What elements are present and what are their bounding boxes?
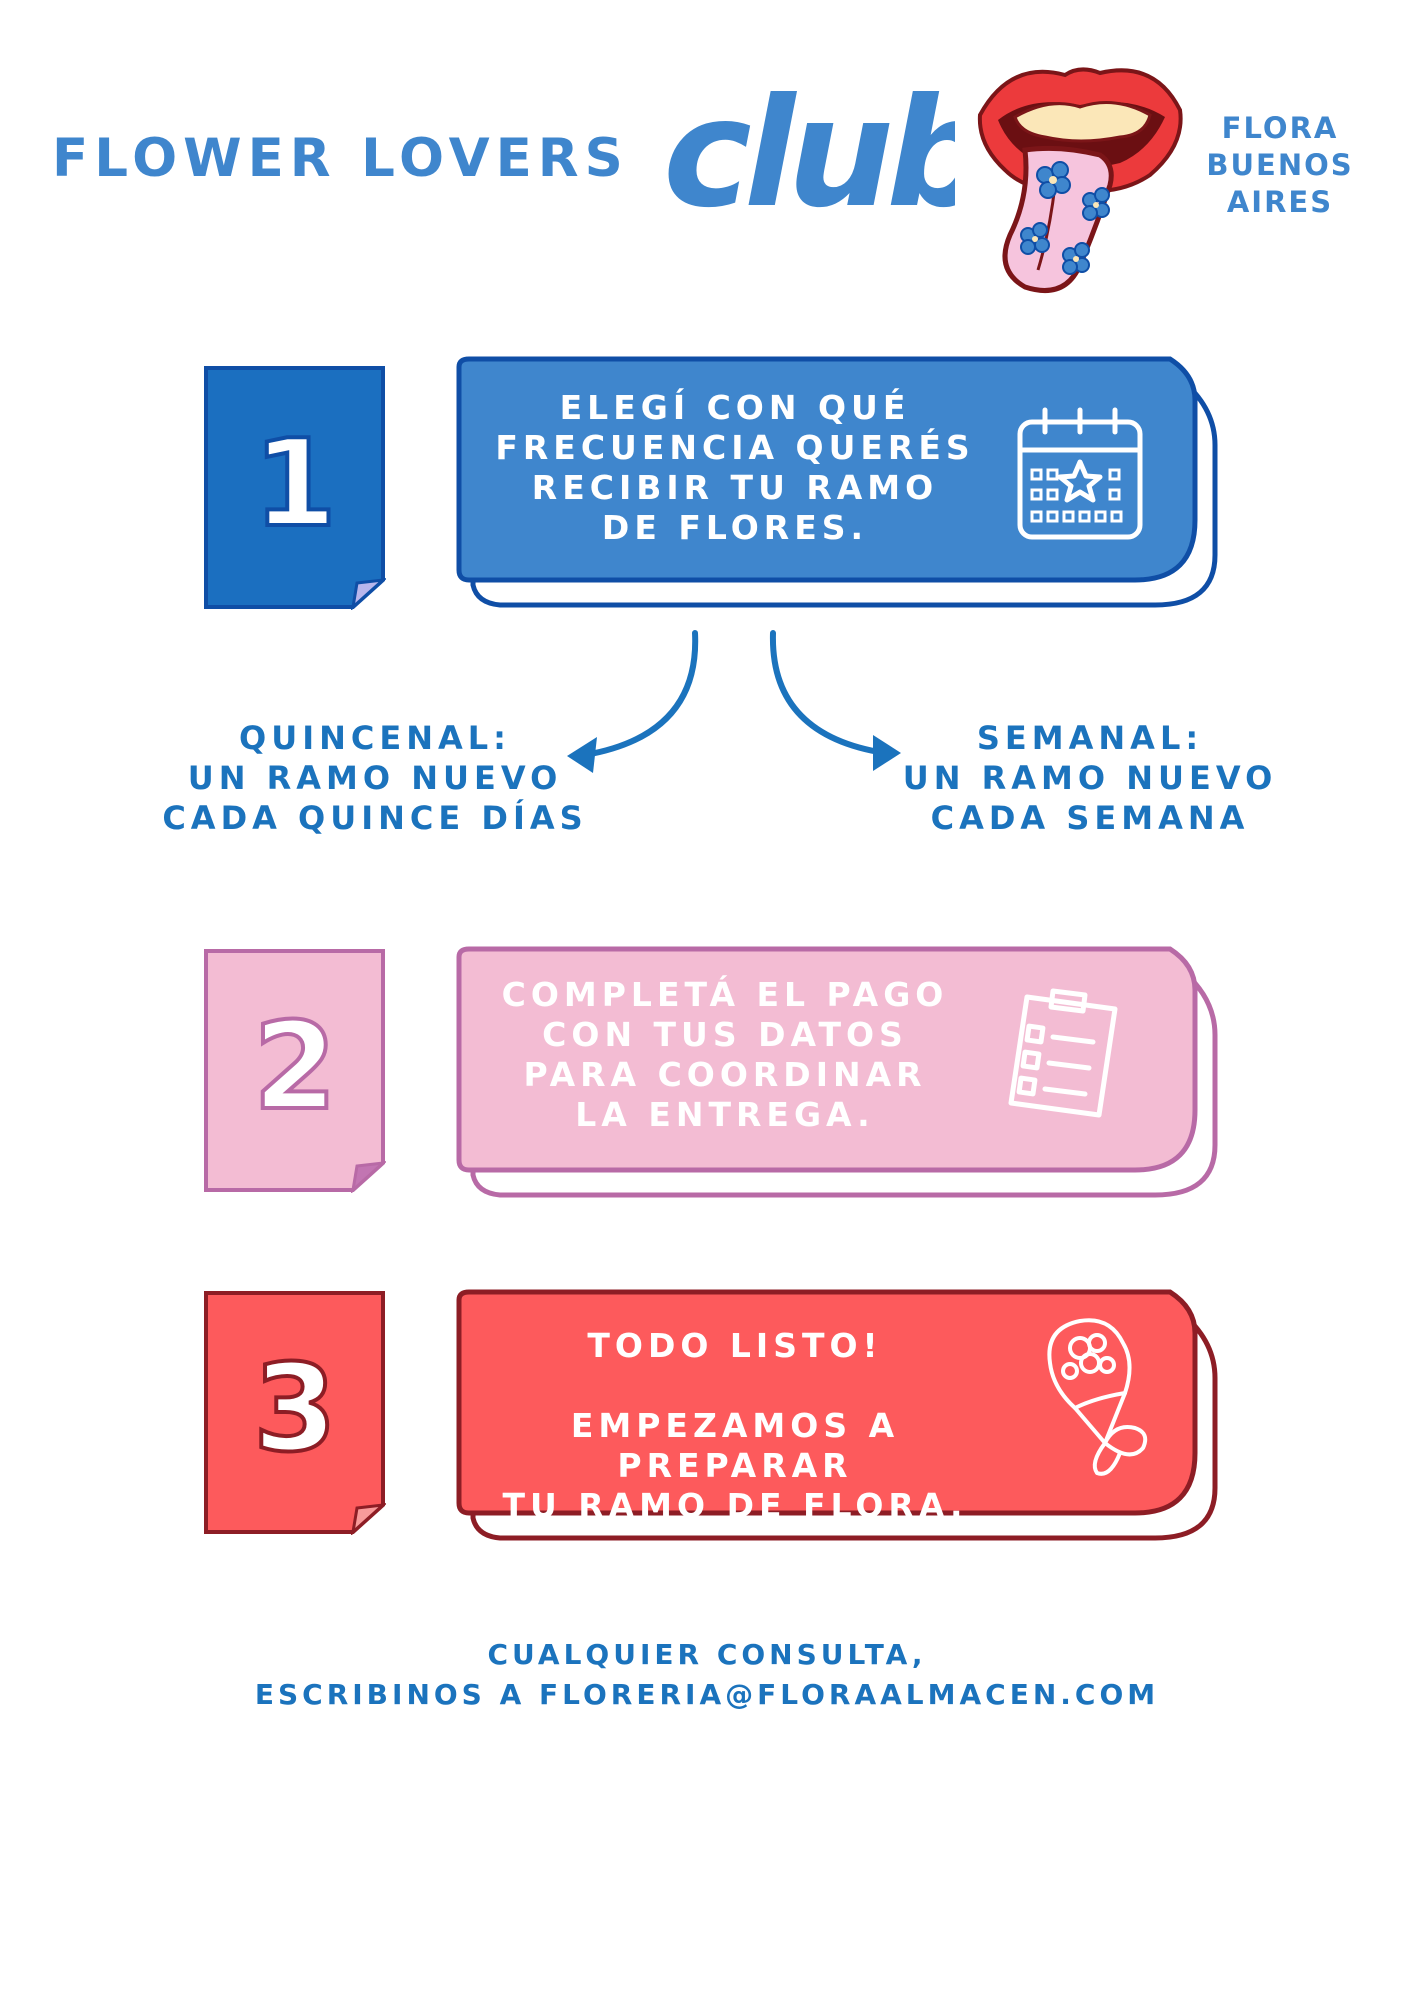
step-1-box-shape: [456, 356, 1218, 608]
step-2-text-line: PARA COORDINAR: [523, 1055, 927, 1094]
step-3-text-line: TODO LISTO!: [587, 1326, 883, 1365]
step-1-text-line: DE FLORES.: [601, 508, 869, 547]
step-2-text-line: COMPLETÁ EL PAGO: [501, 975, 949, 1014]
step-2-number: 2: [253, 998, 337, 1137]
footer-line: CUALQUIER CONSULTA,: [487, 1638, 927, 1671]
step-3-text-line: [465, 1366, 1005, 1406]
arrow-left-icon: [582, 630, 699, 758]
calendar-icon: [1017, 407, 1143, 540]
step-3-box: TODO LISTO! EMPEZAMOS A PREPARAR TU RAMO…: [455, 1288, 1225, 1543]
club-wordmark: club: [663, 67, 955, 241]
location-label: FLORA BUENOS AIRES: [1195, 110, 1365, 221]
step-1-text-line: FRECUENCIA QUERÉS: [495, 428, 975, 467]
step-3-number: 3: [253, 1340, 337, 1479]
step-2-box: COMPLETÁ EL PAGO CON TUS DATOS PARA COOR…: [455, 945, 1225, 1200]
step-1-number: 1: [253, 415, 337, 554]
arrow-right-icon: [769, 630, 888, 756]
clipboard-icon: [1008, 988, 1118, 1118]
step-3-text-line: EMPEZAMOS A PREPARAR: [570, 1406, 900, 1485]
step-3-box-shape: [456, 1289, 1218, 1541]
option-biweekly-line: UN RAMO NUEVO: [187, 759, 563, 797]
step-1-box: ELEGÍ CON QUÉ FRECUENCIA QUERÉS RECIBIR …: [455, 355, 1225, 610]
option-biweekly: QUINCENAL: UN RAMO NUEVO CADA QUINCE DÍA…: [150, 718, 600, 838]
step-3-number-card: 3: [204, 1291, 386, 1535]
bouquet-icon: [1047, 1318, 1148, 1476]
contact-footer: CUALQUIER CONSULTA, ESCRIBINOS A FLORERI…: [200, 1635, 1214, 1715]
step-1-text-line: RECIBIR TU RAMO: [531, 468, 939, 507]
location-line: FLORA: [1221, 111, 1339, 145]
location-line: BUENOS: [1206, 148, 1354, 182]
step-2-number-card: 2: [204, 949, 386, 1193]
option-weekly-line: UN RAMO NUEVO: [902, 759, 1278, 797]
option-weekly-line: SEMANAL:: [976, 719, 1204, 757]
step-2-text-line: LA ENTREGA.: [575, 1095, 875, 1134]
step-2-text-line: CON TUS DATOS: [542, 1015, 908, 1054]
option-biweekly-line: QUINCENAL:: [239, 719, 511, 757]
option-weekly-line: CADA SEMANA: [930, 799, 1250, 837]
tongue-logo-icon: [977, 67, 1183, 293]
footer-email[interactable]: ESCRIBINOS A FLORERIA@FLORAALMACEN.COM: [254, 1678, 1160, 1711]
branch-arrows: [567, 630, 901, 773]
step-3-text-line: TU RAMO DE FLORA.: [502, 1486, 968, 1525]
location-line: AIRES: [1226, 185, 1334, 219]
step-1-text-line: ELEGÍ CON QUÉ: [559, 388, 911, 427]
option-biweekly-line: CADA QUINCE DÍAS: [162, 799, 588, 837]
option-weekly: SEMANAL: UN RAMO NUEVO CADA SEMANA: [880, 718, 1300, 838]
step-1-number-card: 1: [204, 366, 386, 610]
club-wordmark-text: club: [663, 67, 955, 241]
brand-title: FLOWER LOVERS: [52, 128, 629, 189]
